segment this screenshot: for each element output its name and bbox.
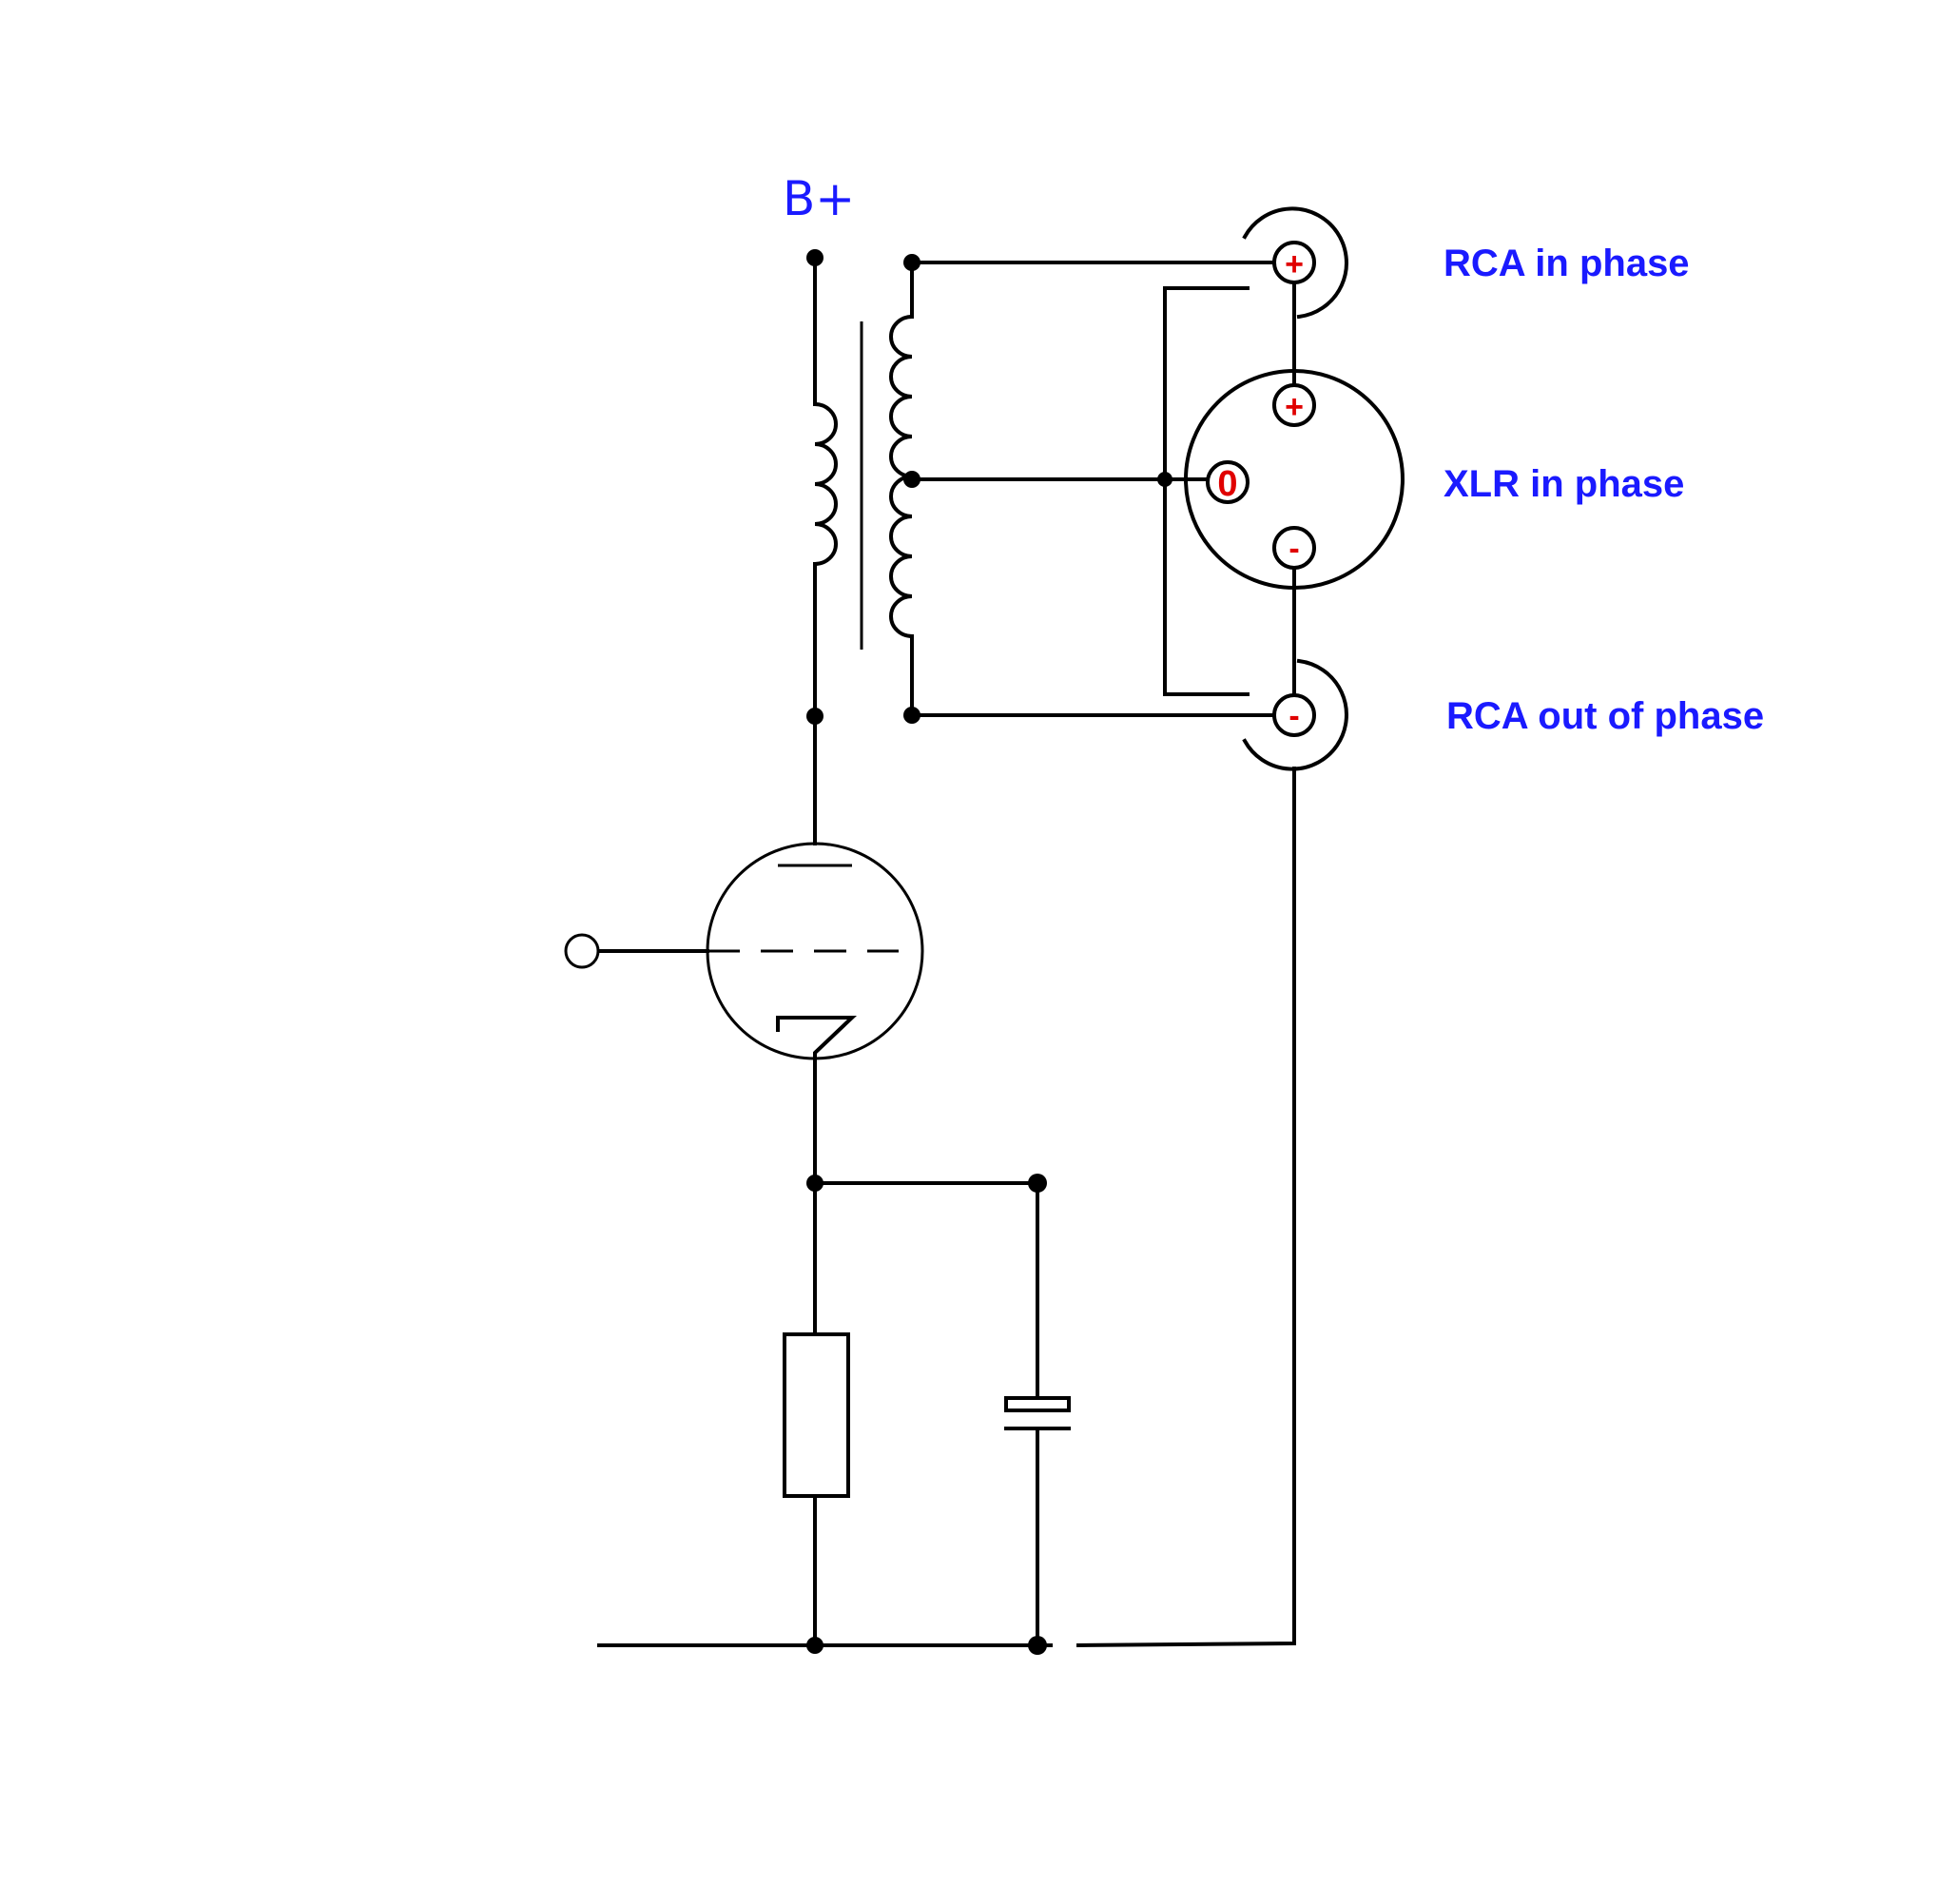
supply-label: B+	[783, 171, 855, 226]
triode-tube	[706, 842, 924, 1062]
rca-in-plus-pin: +	[1285, 246, 1304, 282]
rca-out-of-phase-label: RCA out of phase	[1446, 695, 1764, 737]
xlr-minus-pin: -	[1289, 531, 1299, 567]
xlr-connector: + 0 -	[1184, 369, 1405, 590]
xlr-plus-pin: +	[1285, 389, 1304, 425]
transformer-secondary	[889, 261, 915, 717]
ground-node-capacitor	[1028, 1636, 1047, 1655]
wire-rca-out-return	[1075, 767, 1296, 1648]
rca-in-phase-label: RCA in phase	[1444, 243, 1690, 284]
plate-node	[806, 708, 823, 725]
xlr-zero-pin: 0	[1217, 464, 1237, 504]
cathode-resistor	[783, 1332, 850, 1498]
wire-rca-ground-bracket	[1163, 286, 1250, 696]
xlr-in-phase-label: XLR in phase	[1444, 463, 1684, 505]
grid-input-terminal[interactable]	[564, 933, 600, 969]
rca-out-minus-pin: -	[1289, 698, 1299, 734]
bypass-capacitor	[1004, 1181, 1071, 1647]
ground-node-resistor	[806, 1637, 823, 1654]
rca-out-of-phase-connector: -	[1242, 658, 1348, 771]
transformer-primary	[812, 256, 838, 845]
